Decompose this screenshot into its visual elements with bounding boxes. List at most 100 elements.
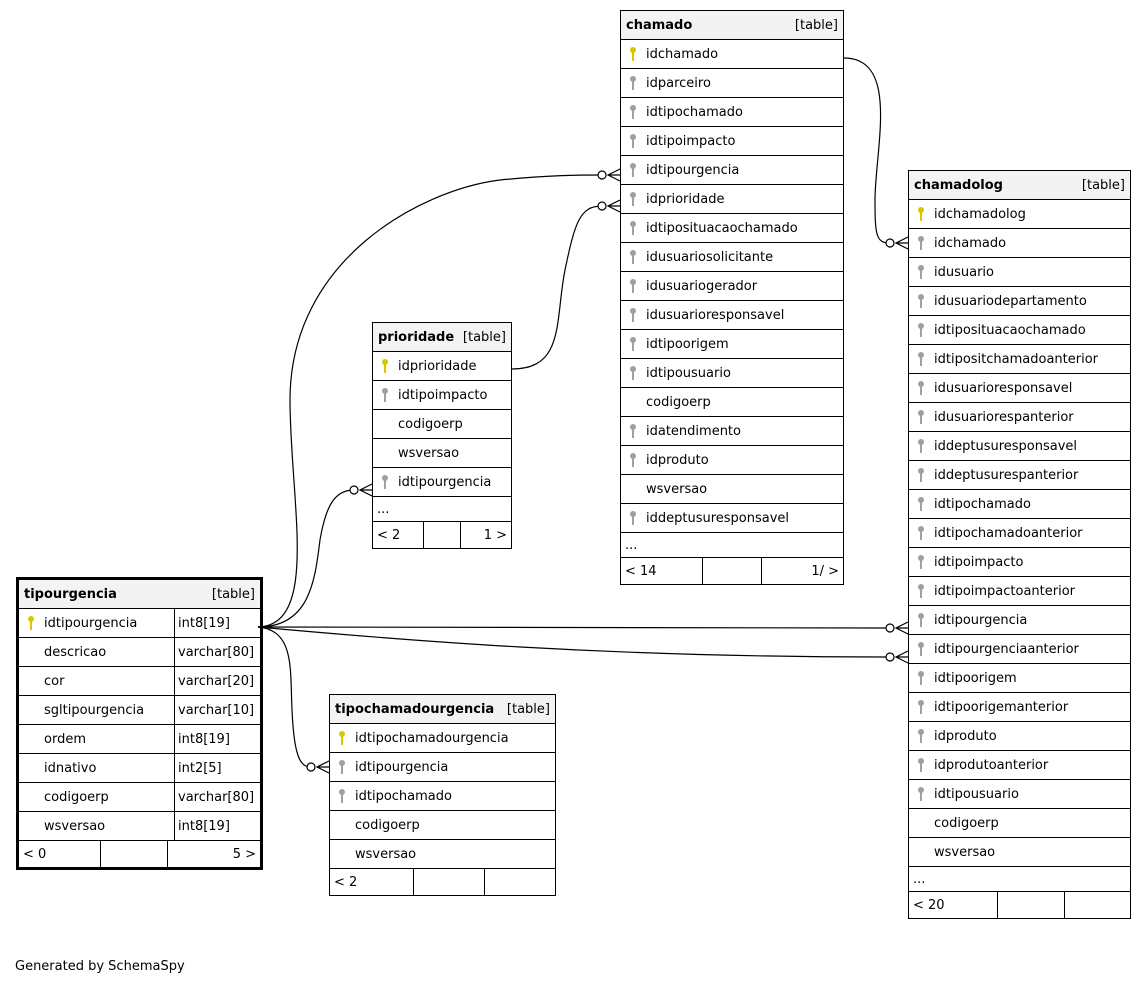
column-name: iddeptusurespanterior	[934, 467, 1079, 483]
column-name: idchamadolog	[934, 206, 1026, 222]
more-columns: ...	[373, 497, 511, 522]
foreign-key-icon	[909, 409, 933, 425]
foreign-key-icon	[909, 293, 933, 309]
foreign-key-icon	[621, 104, 645, 120]
column-name: idtipourgenciaanterior	[934, 641, 1079, 657]
column-row[interactable]: idtipoimpacto	[909, 548, 1130, 577]
column-row[interactable]: idtipourgencia	[909, 606, 1130, 635]
table-name: prioridade	[378, 329, 455, 345]
column-row[interactable]: idtipoorigem	[909, 664, 1130, 693]
column-row[interactable]: idtipochamado	[621, 98, 843, 127]
relationship-edge	[257, 489, 355, 628]
column-row[interactable]: codigoerp	[373, 410, 511, 439]
column-row[interactable]: idtipoorigem	[621, 330, 843, 359]
column-row[interactable]: idtipochamadoanterior	[909, 519, 1130, 548]
column-row[interactable]: idchamadolog	[909, 200, 1130, 229]
table-kind: [table]	[462, 329, 506, 345]
column-row[interactable]: idusuariorespanterior	[909, 403, 1130, 432]
column-row[interactable]: idtipochamadourgencia	[330, 724, 555, 753]
column-row[interactable]: iddeptusurespanterior	[909, 461, 1130, 490]
crowfoot-marker	[894, 650, 909, 664]
foreign-key-icon	[909, 757, 933, 773]
column-row[interactable]: idproduto	[621, 446, 843, 475]
column-row[interactable]: codigoerp	[330, 811, 555, 840]
column-name: idtipochamado	[355, 788, 452, 804]
more-columns: ...	[909, 867, 1130, 892]
column-row[interactable]: idusuariosolicitante	[621, 243, 843, 272]
column-row[interactable]: idproduto	[909, 722, 1130, 751]
column-row[interactable]: idchamado	[621, 40, 843, 69]
foreign-key-icon	[621, 220, 645, 236]
column-row[interactable]: idtiposituacaochamado	[621, 214, 843, 243]
column-row[interactable]: idtipositchamadoanterior	[909, 345, 1130, 374]
column-row[interactable]: idtipochamado	[909, 490, 1130, 519]
column-name: idusuario	[934, 264, 994, 280]
foreign-key-icon	[909, 699, 933, 715]
column-row[interactable]: idtipoimpactoanterior	[909, 577, 1130, 606]
column-row[interactable]: idchamado	[909, 229, 1130, 258]
column-row[interactable]: iddeptusuresponsavel	[621, 504, 843, 533]
table-tipochamadourgencia[interactable]: tipochamadourgencia [table] idtipochamad…	[329, 694, 556, 896]
column-row[interactable]: wsversao	[621, 475, 843, 504]
column-row[interactable]: idusuarioresponsavel	[909, 374, 1130, 403]
foreign-key-icon	[909, 670, 933, 686]
column-name: idtipochamadourgencia	[355, 730, 509, 746]
column-row[interactable]: idtipourgencia	[373, 468, 511, 497]
column-name: idchamado	[646, 46, 719, 62]
crowfoot-marker	[606, 168, 621, 182]
column-row[interactable]: idusuariodepartamento	[909, 287, 1130, 316]
column-list: idchamadolog idchamado idusuario idusuariod…	[909, 200, 1130, 867]
more-columns: ...	[621, 533, 843, 558]
column-row[interactable]: idtipourgencia	[621, 156, 843, 185]
crowfoot-marker	[315, 760, 330, 774]
column-row[interactable]: idparceiro	[621, 69, 843, 98]
column-row[interactable]: idtipourgencia	[330, 753, 555, 782]
column-row[interactable]: idprodutoanterior	[909, 751, 1130, 780]
column-name: idatendimento	[646, 423, 741, 439]
column-row[interactable]: idusuariogerador	[621, 272, 843, 301]
column-row[interactable]: idtipousuario	[621, 359, 843, 388]
column-row[interactable]: idusuario	[909, 258, 1130, 287]
column-row[interactable]: codigoerp	[621, 388, 843, 417]
column-row[interactable]: iddeptusuresponsavel	[909, 432, 1130, 461]
column-row[interactable]: wsversao	[909, 838, 1130, 867]
table-kind: [table]	[1081, 177, 1125, 193]
column-name: sgltipourgencia	[44, 702, 145, 718]
column-name: idtipoimpactoanterior	[934, 583, 1076, 599]
column-row[interactable]: idtipourgenciaanterior	[909, 635, 1130, 664]
foreign-key-icon	[909, 525, 933, 541]
foreign-key-icon	[909, 612, 933, 628]
column-row[interactable]: idtiposituacaochamado	[909, 316, 1130, 345]
column-row[interactable]: idprioridade	[621, 185, 843, 214]
column-name: descricao	[44, 644, 107, 660]
column-row[interactable]: wsversao	[373, 439, 511, 468]
column-row[interactable]: codigoerp	[909, 809, 1130, 838]
column-name: idtipourgencia	[646, 162, 740, 178]
column-row[interactable]: idatendimento	[621, 417, 843, 446]
column-row[interactable]: idprioridade	[373, 352, 511, 381]
column-name: idchamado	[934, 235, 1007, 251]
primary-key-icon	[373, 358, 397, 374]
column-row[interactable]: idusuarioresponsavel	[621, 301, 843, 330]
column-row[interactable]: idtipoorigemanterior	[909, 693, 1130, 722]
column-row[interactable]: wsversao	[330, 840, 555, 869]
column-row[interactable]: idtipoimpacto	[373, 381, 511, 410]
column-row[interactable]: idtipochamado	[330, 782, 555, 811]
crowfoot-marker	[894, 621, 909, 635]
column-row[interactable]: idtipoimpacto	[621, 127, 843, 156]
column-row[interactable]: idtipousuario	[909, 780, 1130, 809]
